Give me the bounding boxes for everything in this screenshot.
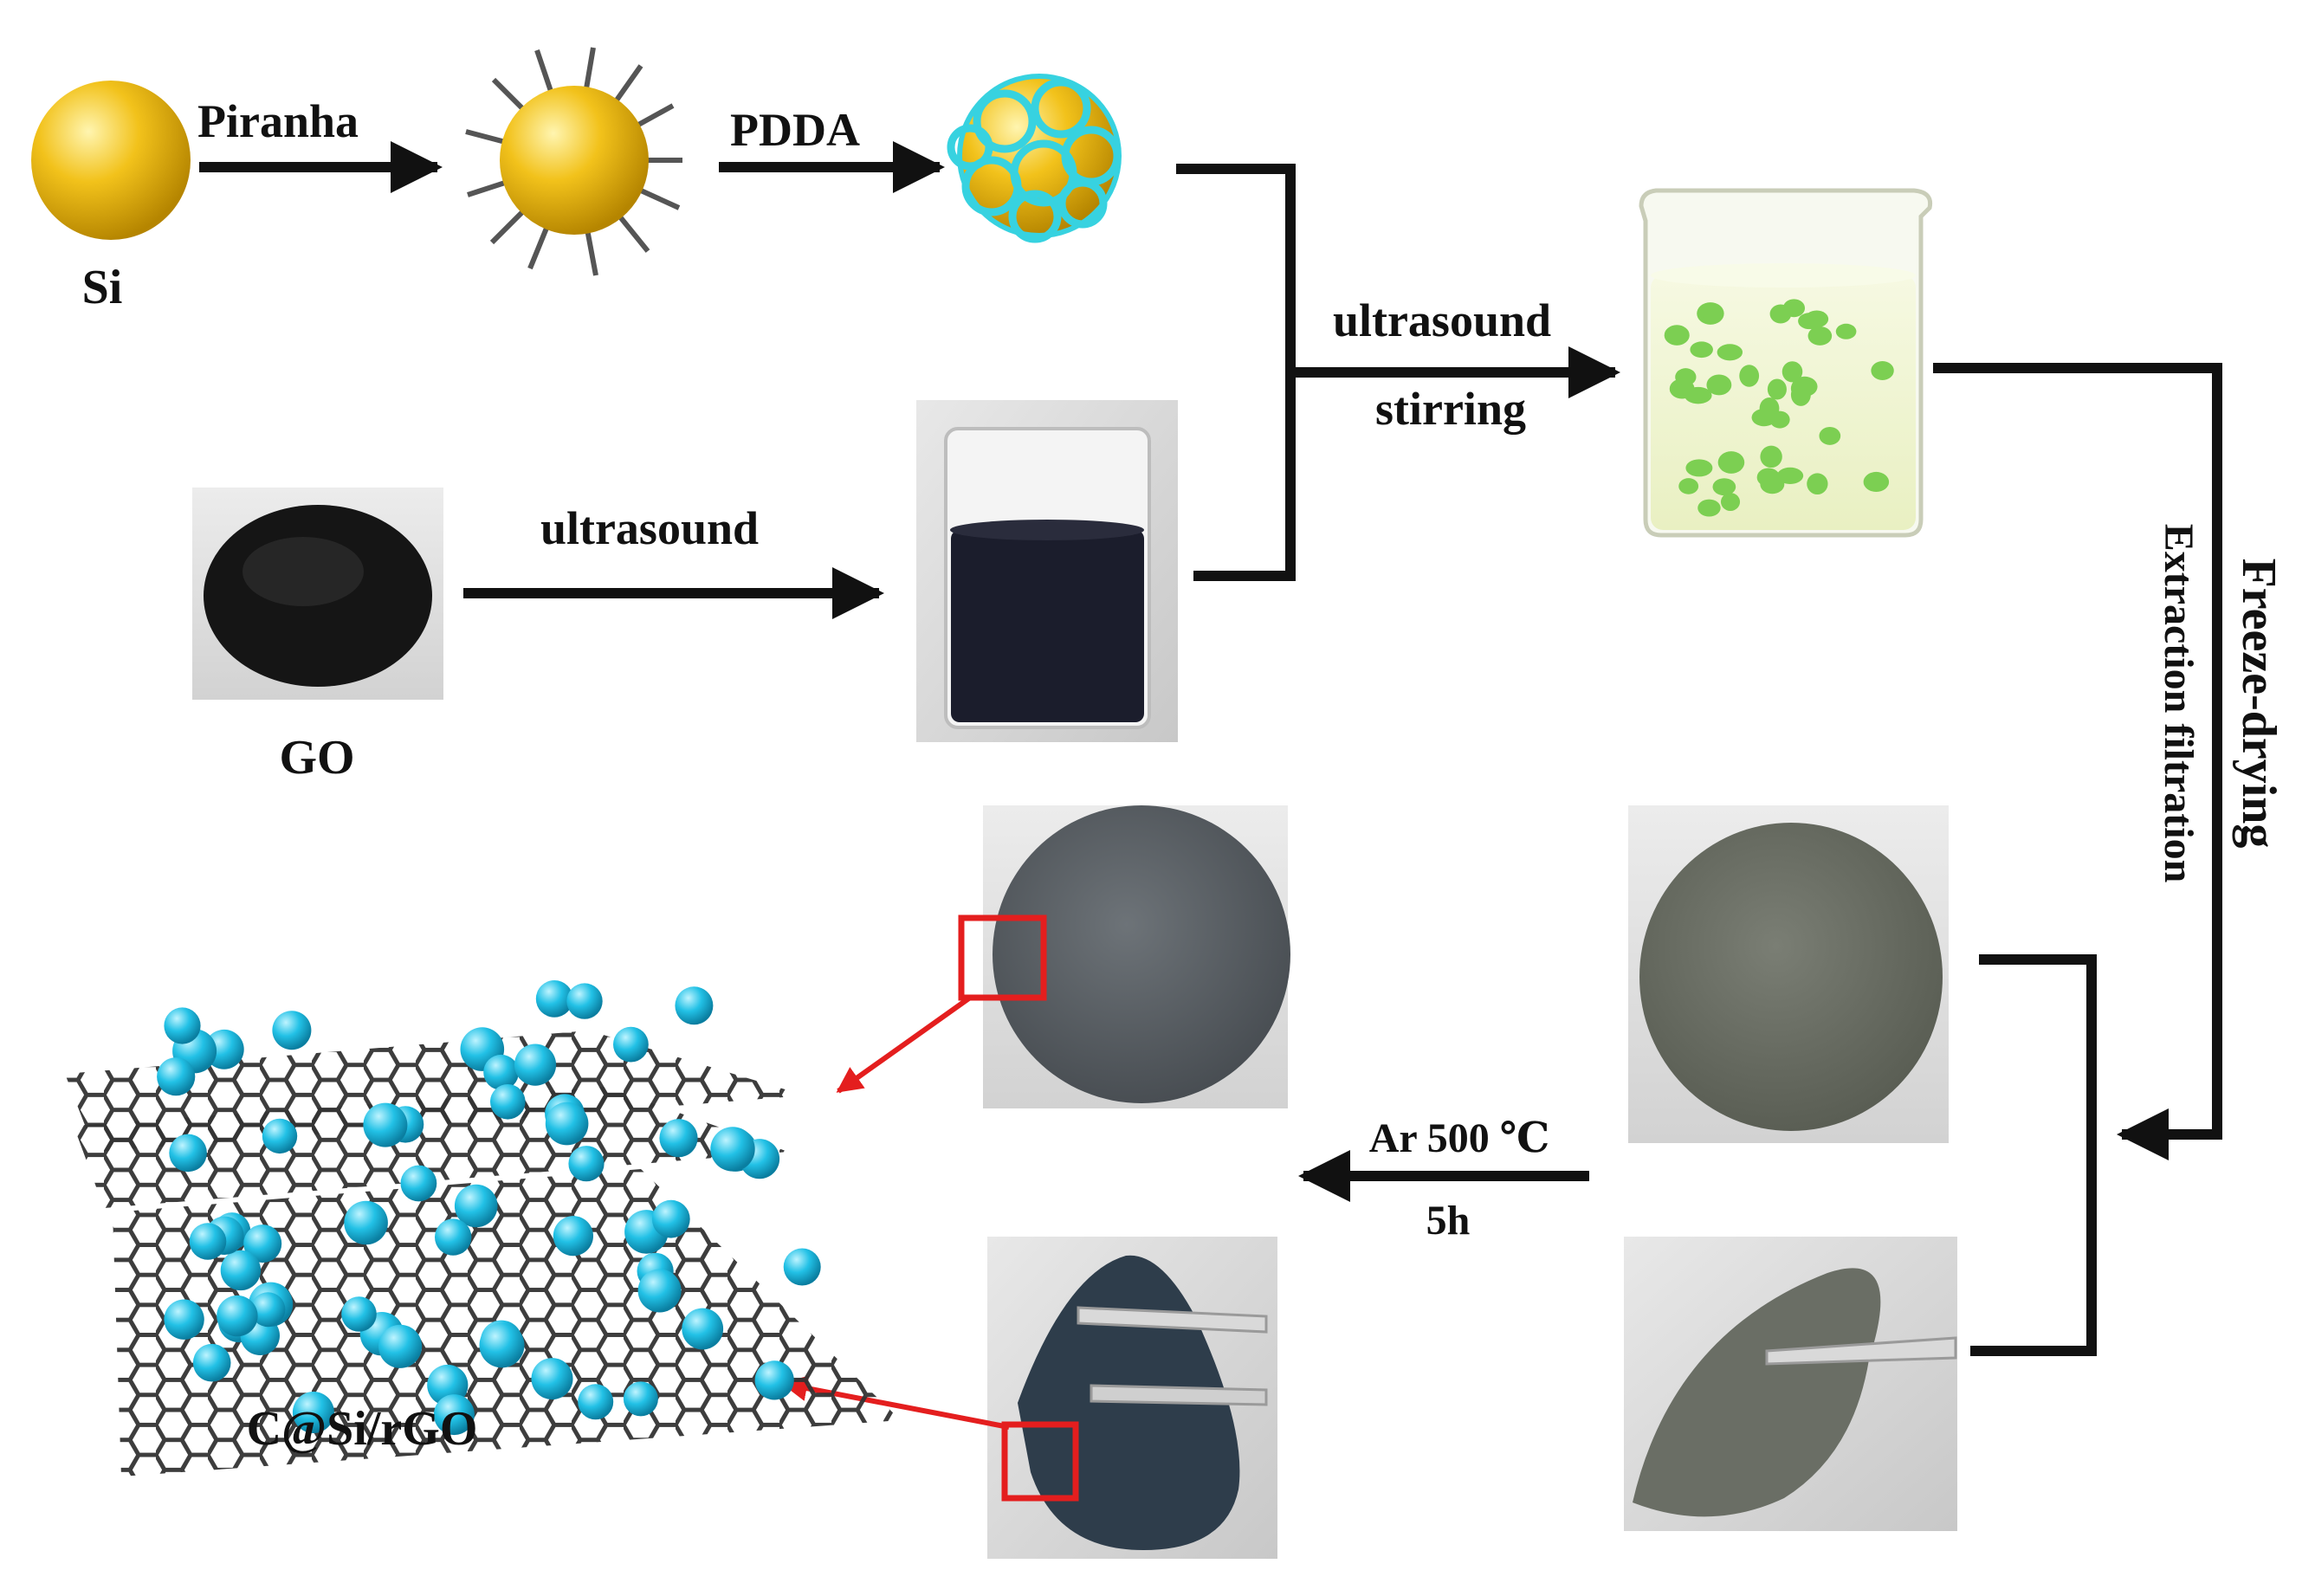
si-nanoparticle bbox=[164, 1007, 201, 1044]
filtered-film-photo-flat bbox=[1628, 805, 1949, 1143]
si-nanoparticle bbox=[169, 1134, 207, 1173]
green-particle bbox=[1819, 426, 1841, 445]
si-nanoparticle bbox=[262, 1118, 298, 1154]
si-nanoparticle bbox=[578, 1384, 614, 1420]
green-particle bbox=[1760, 475, 1785, 494]
green-particle bbox=[1760, 445, 1782, 468]
c-si-rgo-structure bbox=[65, 980, 901, 1476]
green-particle bbox=[1678, 478, 1699, 494]
si-nanoparticle bbox=[344, 1200, 388, 1245]
green-particle bbox=[1717, 344, 1743, 361]
si-nanoparticle bbox=[192, 1343, 231, 1382]
stirring-label: stirring bbox=[1375, 383, 1526, 435]
si-nanoparticle bbox=[514, 1044, 557, 1086]
si-nanoparticle bbox=[637, 1269, 682, 1313]
si-nanoparticle bbox=[682, 1308, 724, 1350]
si-nanoparticle bbox=[659, 1119, 698, 1158]
zoom-arrow-top bbox=[836, 995, 972, 1094]
si-nanoparticle bbox=[490, 1084, 526, 1120]
freeze-drying-label: Freeze-drying bbox=[2232, 559, 2286, 849]
si-nanoparticle bbox=[341, 1296, 377, 1332]
si-nanoparticle bbox=[566, 983, 603, 1019]
green-particle bbox=[1720, 493, 1741, 511]
si-nanoparticle bbox=[250, 1292, 286, 1328]
green-particle bbox=[1835, 323, 1857, 339]
green-particle bbox=[1769, 304, 1792, 324]
si-nanoparticle bbox=[623, 1381, 658, 1417]
si-nanoparticle bbox=[613, 1026, 649, 1063]
green-particle bbox=[1690, 341, 1713, 359]
si-nanoparticle bbox=[483, 1054, 519, 1090]
go-dispersion-beaker-photo bbox=[916, 400, 1178, 742]
si-nanoparticle bbox=[545, 1102, 589, 1146]
ar-time-label: 5h bbox=[1426, 1198, 1471, 1244]
green-particle bbox=[1863, 471, 1890, 493]
annealed-film-photo-bent bbox=[987, 1237, 1277, 1559]
si-nanoparticle bbox=[553, 1216, 594, 1257]
si-nanoparticle bbox=[675, 986, 714, 1025]
si-nanoparticle bbox=[651, 1199, 690, 1238]
si-label: Si bbox=[82, 261, 123, 314]
green-particle bbox=[1807, 473, 1828, 495]
green-particle bbox=[1675, 368, 1697, 386]
si-nanoparticle bbox=[363, 1102, 408, 1147]
si-nanoparticle bbox=[783, 1248, 821, 1286]
green-particle bbox=[1739, 365, 1760, 387]
si-nanoparticle bbox=[400, 1165, 437, 1202]
go-label: GO bbox=[279, 731, 354, 785]
ultrasound-top-label: ultrasound bbox=[1333, 294, 1551, 346]
si-nanoparticle bbox=[754, 1360, 794, 1400]
extraction-filtration-label: Extraction filtration bbox=[2156, 524, 2202, 883]
ultrasound-go-label: ultrasound bbox=[540, 502, 759, 554]
si-nanoparticle bbox=[220, 1250, 262, 1291]
si-nanoparticle bbox=[433, 1394, 475, 1436]
green-particle bbox=[1664, 325, 1690, 346]
green-particle bbox=[1706, 374, 1732, 396]
filtered-film-photo-bent bbox=[1624, 1237, 1957, 1531]
pdda-coated-si-particle bbox=[947, 74, 1122, 243]
green-particle bbox=[1776, 467, 1804, 484]
si-nanoparticle bbox=[710, 1127, 755, 1172]
green-particle bbox=[1712, 478, 1736, 496]
si-nanoparticle bbox=[189, 1223, 227, 1260]
green-particle bbox=[1790, 383, 1811, 406]
pdda-label: PDDA bbox=[730, 104, 860, 156]
mixed-suspension-beaker bbox=[1639, 188, 1933, 538]
si-nanoparticle bbox=[535, 980, 573, 1018]
green-particle bbox=[1798, 313, 1821, 330]
si-nanoparticle bbox=[454, 1184, 498, 1228]
si-nanoparticle bbox=[568, 1146, 605, 1182]
green-particle bbox=[1697, 499, 1721, 517]
si-nanoparticle bbox=[157, 1057, 196, 1096]
si-nanoparticle bbox=[435, 1218, 472, 1256]
si-nanoparticle bbox=[272, 1011, 312, 1050]
go-powder-photo bbox=[192, 488, 443, 700]
annealed-film-photo-flat bbox=[958, 805, 1290, 1108]
green-particle bbox=[1685, 459, 1713, 477]
piranha-label: Piranha bbox=[197, 95, 359, 147]
green-particle bbox=[1871, 361, 1894, 380]
si-nanoparticle bbox=[378, 1324, 423, 1368]
green-particle bbox=[1717, 451, 1745, 474]
si-nanoparticle bbox=[243, 1224, 282, 1263]
si-particle bbox=[31, 81, 191, 240]
green-particle bbox=[1807, 326, 1833, 346]
si-nanoparticle bbox=[479, 1322, 525, 1368]
merge-connector bbox=[1176, 164, 1296, 581]
film-connector bbox=[1970, 954, 2097, 1356]
product-label: C@Si/rGO bbox=[247, 1402, 478, 1456]
freeze-drying-connector bbox=[1933, 363, 2222, 1160]
green-particle bbox=[1782, 361, 1803, 383]
si-nanoparticle bbox=[164, 1299, 204, 1340]
green-particle bbox=[1698, 302, 1719, 320]
si-nanoparticle bbox=[531, 1358, 573, 1400]
si-nanoparticle bbox=[217, 1295, 258, 1337]
green-particle bbox=[1767, 378, 1787, 400]
hydroxylated-si-particle bbox=[465, 47, 682, 276]
green-particle bbox=[1751, 408, 1777, 427]
ar-temp-label: Ar 500 ℃ bbox=[1369, 1115, 1550, 1161]
si-nanoparticle bbox=[292, 1392, 334, 1433]
